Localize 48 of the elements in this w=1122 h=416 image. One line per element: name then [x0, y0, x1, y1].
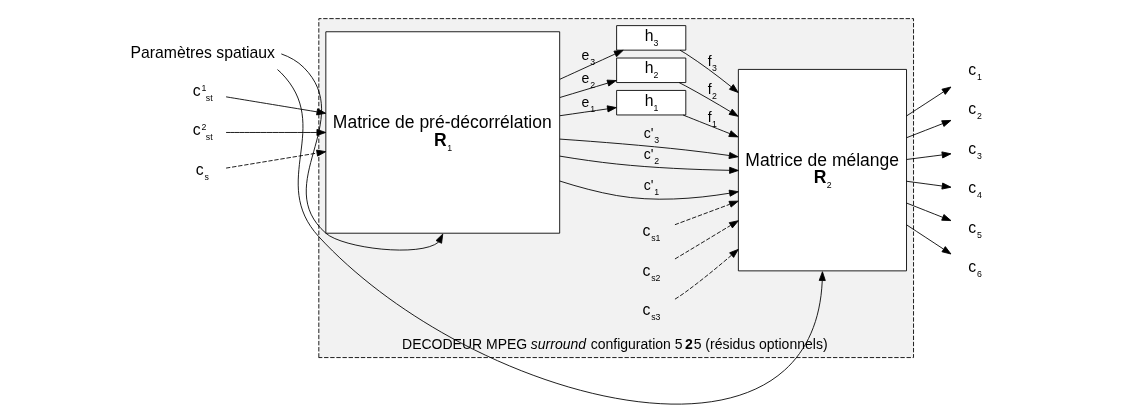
arrow	[559, 79, 617, 98]
arrow	[280, 53, 444, 251]
arrow	[674, 220, 739, 260]
node-text: c$_{3}$	[968, 139, 982, 161]
arrow	[559, 105, 617, 117]
arrow	[559, 155, 739, 174]
node-text: c$_{4}$	[968, 179, 982, 201]
node-box: h$_{2}$	[616, 57, 687, 83]
node-text: c$_{s3}$	[642, 301, 661, 323]
arrow	[906, 180, 952, 190]
arrow	[679, 49, 739, 93]
node-text: c$_{1}$	[968, 61, 982, 83]
arrow	[225, 149, 327, 169]
arrow	[225, 96, 327, 116]
arrow	[906, 224, 952, 255]
edge-label: c'$_{3}$	[643, 125, 660, 146]
arrow	[225, 128, 327, 136]
arrow	[678, 82, 739, 117]
arrow	[906, 86, 952, 117]
edge-label: e$_{2}$	[581, 70, 596, 91]
node-box: h$_{3}$	[616, 25, 687, 51]
edge-label: c'$_{1}$	[643, 177, 660, 198]
arrow	[559, 138, 739, 159]
arrow	[277, 69, 826, 405]
node-text: c$_{5}$	[968, 218, 982, 240]
edge-label: f$_{3}$	[707, 52, 717, 73]
edge-label: f$_{2}$	[707, 80, 717, 101]
edge-label: f$_{1}$	[707, 108, 717, 129]
edge-label: c'$_{2}$	[643, 145, 660, 166]
node-box: Matrice de mélange R$_{2}$	[737, 69, 907, 272]
arrow	[906, 120, 952, 139]
edge-label: e$_{1}$	[581, 93, 596, 114]
node-box: h$_{1}$	[616, 90, 687, 116]
edge-label: e$_{3}$	[581, 47, 596, 68]
arrow	[674, 248, 739, 300]
arrow	[906, 202, 952, 222]
arrow	[559, 180, 739, 200]
arrow	[906, 151, 952, 160]
node-text: Paramètres spatiaux	[130, 43, 275, 61]
node-box: Matrice de pré-décorrélation R$_{1}$	[325, 31, 561, 234]
node-text: c$_{s1}$	[642, 222, 661, 244]
node-text: c$_{2}$	[968, 100, 982, 122]
node-text: c$_{6}$	[968, 258, 982, 280]
node-text: c$_{s2}$	[642, 261, 661, 283]
arrow	[674, 200, 739, 226]
arrow	[559, 49, 624, 80]
arrow	[682, 114, 739, 138]
node-text: c$_{s}$	[195, 160, 209, 182]
